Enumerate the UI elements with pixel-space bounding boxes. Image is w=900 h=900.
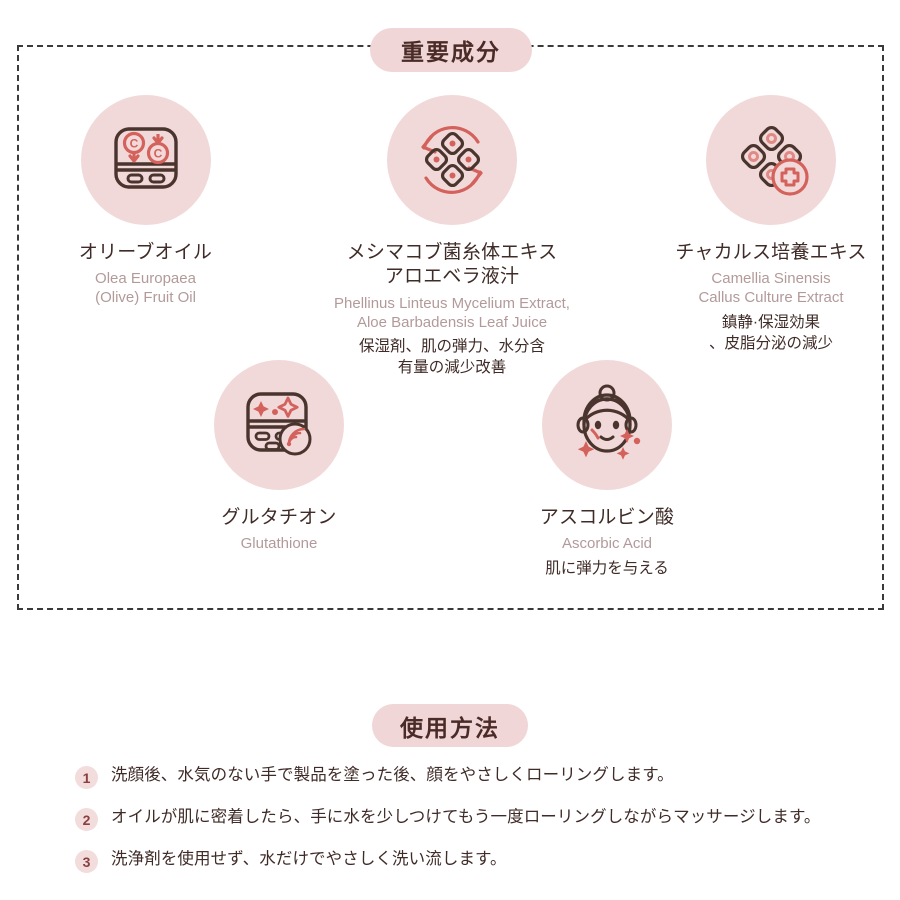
oil-dispenser-icon: C C bbox=[80, 95, 211, 225]
ingredients-section-badge: 重要成分 bbox=[370, 28, 532, 72]
ingredient-name-ja: オリーブオイル bbox=[78, 242, 213, 263]
step-text: 洗顔後、水気のない手で製品を塗った後、顔をやさしくローリングします。 bbox=[111, 766, 674, 784]
svg-text:C: C bbox=[129, 137, 138, 151]
ingredient-card-glutathione: グルタチオン Glutathione bbox=[185, 360, 373, 559]
step-number-badge: 3 bbox=[75, 850, 98, 873]
ingredient-name-en: Phellinus Linteus Mycelium Extract, Aloe… bbox=[334, 294, 570, 331]
usage-step: 2 オイルが肌に密着したら、手に水を少しつけてもう一度ローリングしながらマッサー… bbox=[75, 806, 875, 831]
ingredient-name-en: Olea Europaea (Olive) Fruit Oil bbox=[95, 270, 196, 307]
step-number-badge: 1 bbox=[75, 766, 98, 789]
ingredient-name-en: Glutathione bbox=[240, 535, 318, 553]
usage-step: 3 洗浄剤を使用せず、水だけでやさしく洗い流します。 bbox=[75, 848, 875, 873]
usage-section-badge: 使用方法 bbox=[372, 704, 528, 747]
usage-steps-list: 1 洗顔後、水気のない手で製品を塗った後、顔をやさしくローリングします。 2 オ… bbox=[75, 764, 875, 890]
ingredient-name-ja: アスコルビン酸 bbox=[539, 507, 675, 528]
svg-text:C: C bbox=[153, 147, 162, 161]
cell-renewal-cycle-icon bbox=[387, 95, 517, 225]
ingredient-effect: 保湿剤、肌の弾力、水分含 有量の減少改善 bbox=[358, 338, 545, 377]
ingredient-card-olive: C C オリーブオイル Olea Europaea (Olive) Fruit … bbox=[48, 95, 243, 313]
ingredient-name-en: Camellia Sinensis Callus Culture Extract bbox=[698, 270, 844, 307]
brightening-device-icon bbox=[214, 360, 344, 490]
cell-care-plus-icon bbox=[706, 95, 836, 225]
ingredient-card-phellinus: メシマコブ菌糸体エキス アロエベラ液汁 Phellinus Linteus My… bbox=[318, 95, 586, 379]
ingredient-name-ja: グルタチオン bbox=[221, 507, 337, 528]
ingredient-name-ja: チャカルス培養エキス bbox=[675, 242, 867, 263]
step-text: オイルが肌に密着したら、手に水を少しつけてもう一度ローリングしながらマッサージし… bbox=[111, 808, 821, 826]
usage-step: 1 洗顔後、水気のない手で製品を塗った後、顔をやさしくローリングします。 bbox=[75, 764, 875, 789]
ingredient-card-ascorbic: アスコルビン酸 Ascorbic Acid 肌に弾力を与える bbox=[503, 360, 711, 580]
step-text: 洗浄剤を使用せず、水だけでやさしく洗い流します。 bbox=[111, 850, 507, 868]
ingredient-name-en: Ascorbic Acid bbox=[561, 535, 653, 553]
ingredient-card-camellia: チャカルス培養エキス Camellia Sinensis Callus Cult… bbox=[655, 95, 887, 355]
ingredient-effect: 鎮静·保湿効果 、皮脂分泌の減少 bbox=[708, 314, 833, 353]
step-number-badge: 2 bbox=[75, 808, 98, 831]
glowing-face-icon bbox=[542, 360, 672, 490]
ingredient-effect: 肌に弾力を与える bbox=[545, 560, 669, 578]
ingredient-name-ja: メシマコブ菌糸体エキス アロエベラ液汁 bbox=[346, 242, 558, 288]
